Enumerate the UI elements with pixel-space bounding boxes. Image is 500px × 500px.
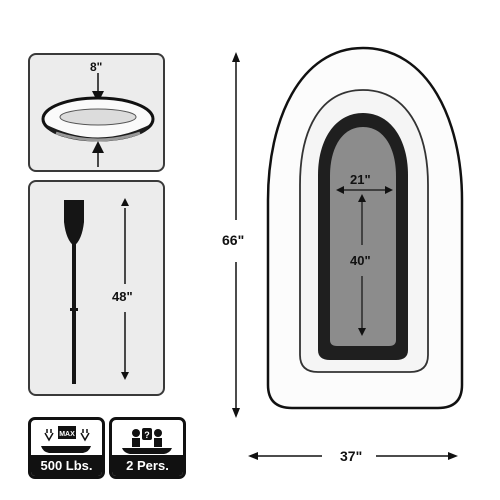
thickness-label: 8" xyxy=(90,60,103,74)
capacity-badge: ? 2 Pers. xyxy=(109,417,186,479)
persons-icon: ? xyxy=(122,428,172,454)
tube-cross-section-panel: 8" xyxy=(28,53,165,172)
boat-length-label: 66" xyxy=(222,232,245,248)
paddle-drawing xyxy=(64,198,129,384)
max-icon-text: MAX xyxy=(59,431,75,438)
max-load-value: 500 Lbs. xyxy=(31,455,102,476)
floor-width-label: 21" xyxy=(350,172,371,187)
paddle-panel: 48" xyxy=(28,180,165,396)
floor-length-label: 40" xyxy=(350,253,371,268)
tube-cross-section-drawing xyxy=(41,73,155,167)
capacity-value: 2 Pers. xyxy=(112,455,183,476)
svg-text:?: ? xyxy=(144,430,150,440)
boat-load-icon: MAX xyxy=(41,426,91,453)
paddle-length-label: 48" xyxy=(112,289,133,304)
max-load-badge: MAX 500 Lbs. xyxy=(28,417,105,479)
boat-width-label: 37" xyxy=(340,448,363,464)
